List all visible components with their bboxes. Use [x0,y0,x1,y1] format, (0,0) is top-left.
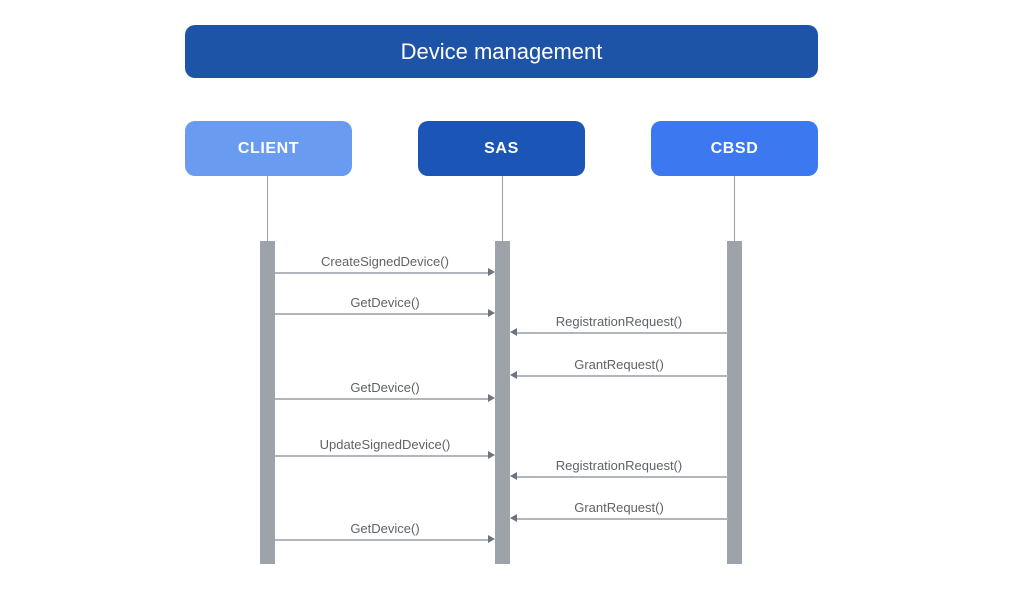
arrowhead-icon [510,371,517,379]
message-label: GetDevice() [350,521,420,536]
message-line [275,313,489,315]
message-label: UpdateSignedDevice() [319,437,451,452]
message-line [516,476,728,478]
message-label: GetDevice() [350,295,420,310]
message-line [275,272,489,274]
message-label: RegistrationRequest() [555,314,683,329]
arrowhead-icon [488,268,495,276]
arrowhead-icon [510,472,517,480]
lifeline-client [267,176,268,241]
message-label: CreateSignedDevice() [321,254,449,269]
activation-bar-sas [495,241,510,564]
message-line [275,539,489,541]
arrowhead-icon [488,394,495,402]
message-label: GetDevice() [350,380,420,395]
arrowhead-icon [510,514,517,522]
message-label: GrantRequest() [574,357,664,372]
message-line [275,455,489,457]
arrowhead-icon [488,309,495,317]
activation-bar-cbsd [727,241,742,564]
actor-cbsd: CBSD [651,121,818,176]
message-line [516,332,728,334]
message-line [275,398,489,400]
lifeline-sas [502,176,503,241]
message-line [516,518,728,520]
diagram-title: Device management [185,25,818,78]
actor-sas: SAS [418,121,585,176]
message-label: GrantRequest() [574,500,664,515]
activation-bar-client [260,241,275,564]
arrowhead-icon [510,328,517,336]
arrowhead-icon [488,451,495,459]
message-line [516,375,728,377]
message-label: RegistrationRequest() [555,458,683,473]
actor-client: CLIENT [185,121,352,176]
lifeline-cbsd [734,176,735,241]
arrowhead-icon [488,535,495,543]
